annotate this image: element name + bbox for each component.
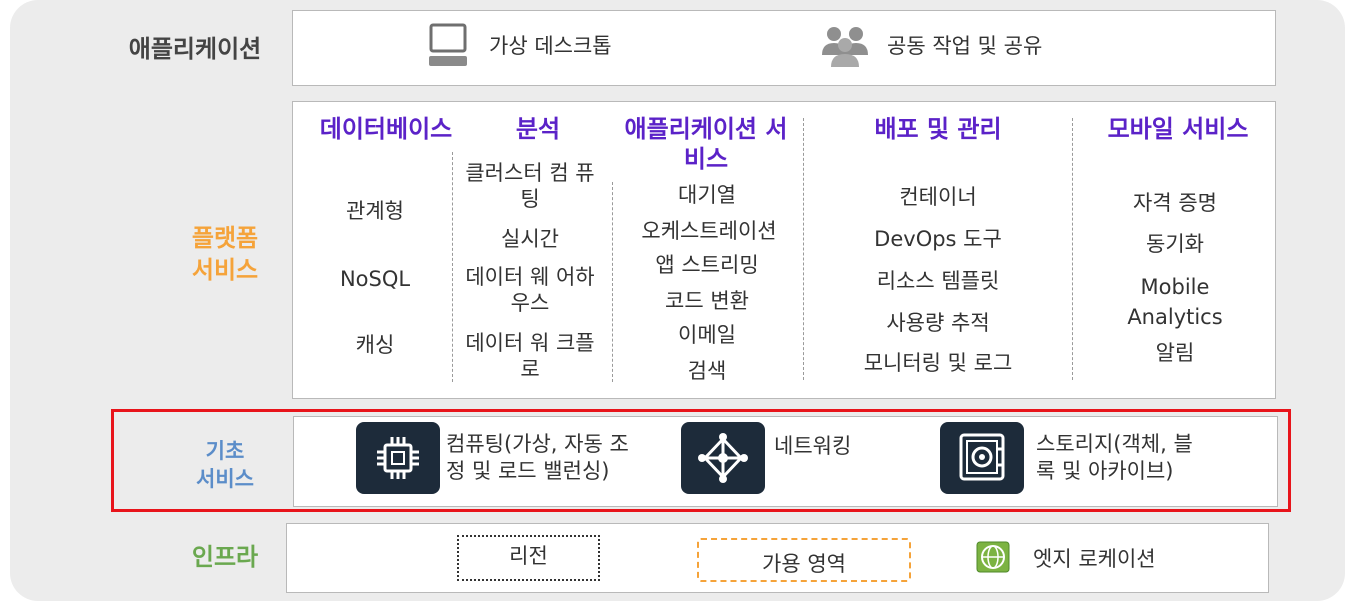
column-title-deployment-management: 배포 및 관리 — [874, 115, 1002, 143]
compute-label-line1: 컴퓨팅(가상, 자동 조 — [446, 432, 629, 456]
list-item: 코드 변환 — [665, 289, 749, 313]
list-item: 리소스 템플릿 — [876, 269, 1000, 293]
chip-icon — [373, 433, 423, 487]
list-item: 검색 — [687, 359, 727, 383]
list-item: 캐싱 — [355, 333, 395, 357]
list-item: Mobile Analytics — [1127, 275, 1223, 329]
networking-item — [681, 422, 765, 494]
column-title-application-services: 애플리케이션 서비스 — [624, 115, 788, 173]
platform-label-line1: 플랫폼 — [191, 224, 259, 252]
list-item: 사용량 추적 — [886, 311, 990, 335]
column-divider — [612, 182, 613, 382]
column-divider — [452, 152, 453, 382]
collaboration-label: 공동 작업 및 공유 — [887, 34, 1043, 58]
networking-label: 네트워킹 — [774, 434, 852, 458]
platform-label: 플랫폼 서비스 — [160, 222, 290, 286]
people-group-icon — [818, 25, 872, 71]
network-icon — [697, 431, 749, 489]
list-item: 이메일 — [678, 323, 736, 347]
availability-zone-label: 가용 영역 — [762, 552, 846, 576]
storage-label: 스토리지(객체, 블 록 및 아카이브) — [1036, 431, 1193, 485]
application-panel: 가상 데스크톱 공동 작업 및 공유 — [292, 10, 1276, 86]
list-item: 모니터링 및 로그 — [863, 351, 1013, 375]
list-item: 알림 — [1155, 341, 1195, 365]
compute-item — [356, 422, 440, 494]
foundation-label-line1: 기초 — [205, 439, 245, 463]
list-item: 데이터 워 크플로 — [465, 331, 595, 381]
list-item: 자격 증명 — [1133, 191, 1217, 215]
foundation-panel — [293, 416, 1278, 507]
platform-label-line2: 서비스 — [191, 256, 259, 284]
storage-label-line2: 록 및 아카이브) — [1036, 459, 1174, 483]
region-label: 리전 — [509, 544, 548, 568]
laptop-icon — [429, 23, 467, 73]
list-item: 컨테이너 — [899, 185, 977, 209]
compute-label-line2: 정 및 로드 밸런싱) — [446, 459, 610, 483]
edge-location-icon — [976, 541, 1010, 577]
storage-label-line1: 스토리지(객체, 블 — [1036, 432, 1193, 456]
edge-location-label: 엣지 로케이션 — [1033, 547, 1156, 571]
list-item: NoSQL — [339, 267, 411, 291]
list-item: DevOps 도구 — [874, 227, 1002, 251]
column-title-mobile-services: 모바일 서비스 — [1107, 115, 1249, 143]
column-divider — [803, 118, 804, 380]
list-item: 앱 스트리밍 — [655, 253, 759, 277]
list-item: 동기화 — [1146, 232, 1204, 256]
foundation-label-line2: 서비스 — [196, 467, 254, 491]
storage-vault-icon — [957, 431, 1007, 489]
foundation-label: 기초 서비스 — [170, 437, 280, 493]
list-item: 대기열 — [678, 183, 736, 207]
list-item: 실시간 — [501, 227, 559, 251]
application-label: 애플리케이션 — [128, 35, 262, 63]
list-item: 관계형 — [346, 199, 404, 223]
column-title-analytics: 분석 — [515, 115, 561, 143]
foundation-highlight-frame — [111, 409, 1291, 512]
column-divider — [1072, 118, 1073, 380]
list-item: 데이터 웨 어하우스 — [465, 265, 595, 315]
list-item: 클러스터 컴 퓨팅 — [465, 161, 595, 211]
virtual-desktop-label: 가상 데스크톱 — [489, 34, 612, 58]
list-item: 오케스트레이션 — [641, 219, 777, 243]
region-box — [457, 535, 600, 581]
compute-label: 컴퓨팅(가상, 자동 조 정 및 로드 밸런싱) — [446, 431, 629, 485]
storage-item — [940, 422, 1024, 494]
availability-zone-box — [697, 538, 911, 582]
infrastructure-label: 인프라 — [191, 543, 259, 571]
platform-panel — [292, 101, 1276, 399]
column-title-database: 데이터베이스 — [296, 114, 476, 144]
